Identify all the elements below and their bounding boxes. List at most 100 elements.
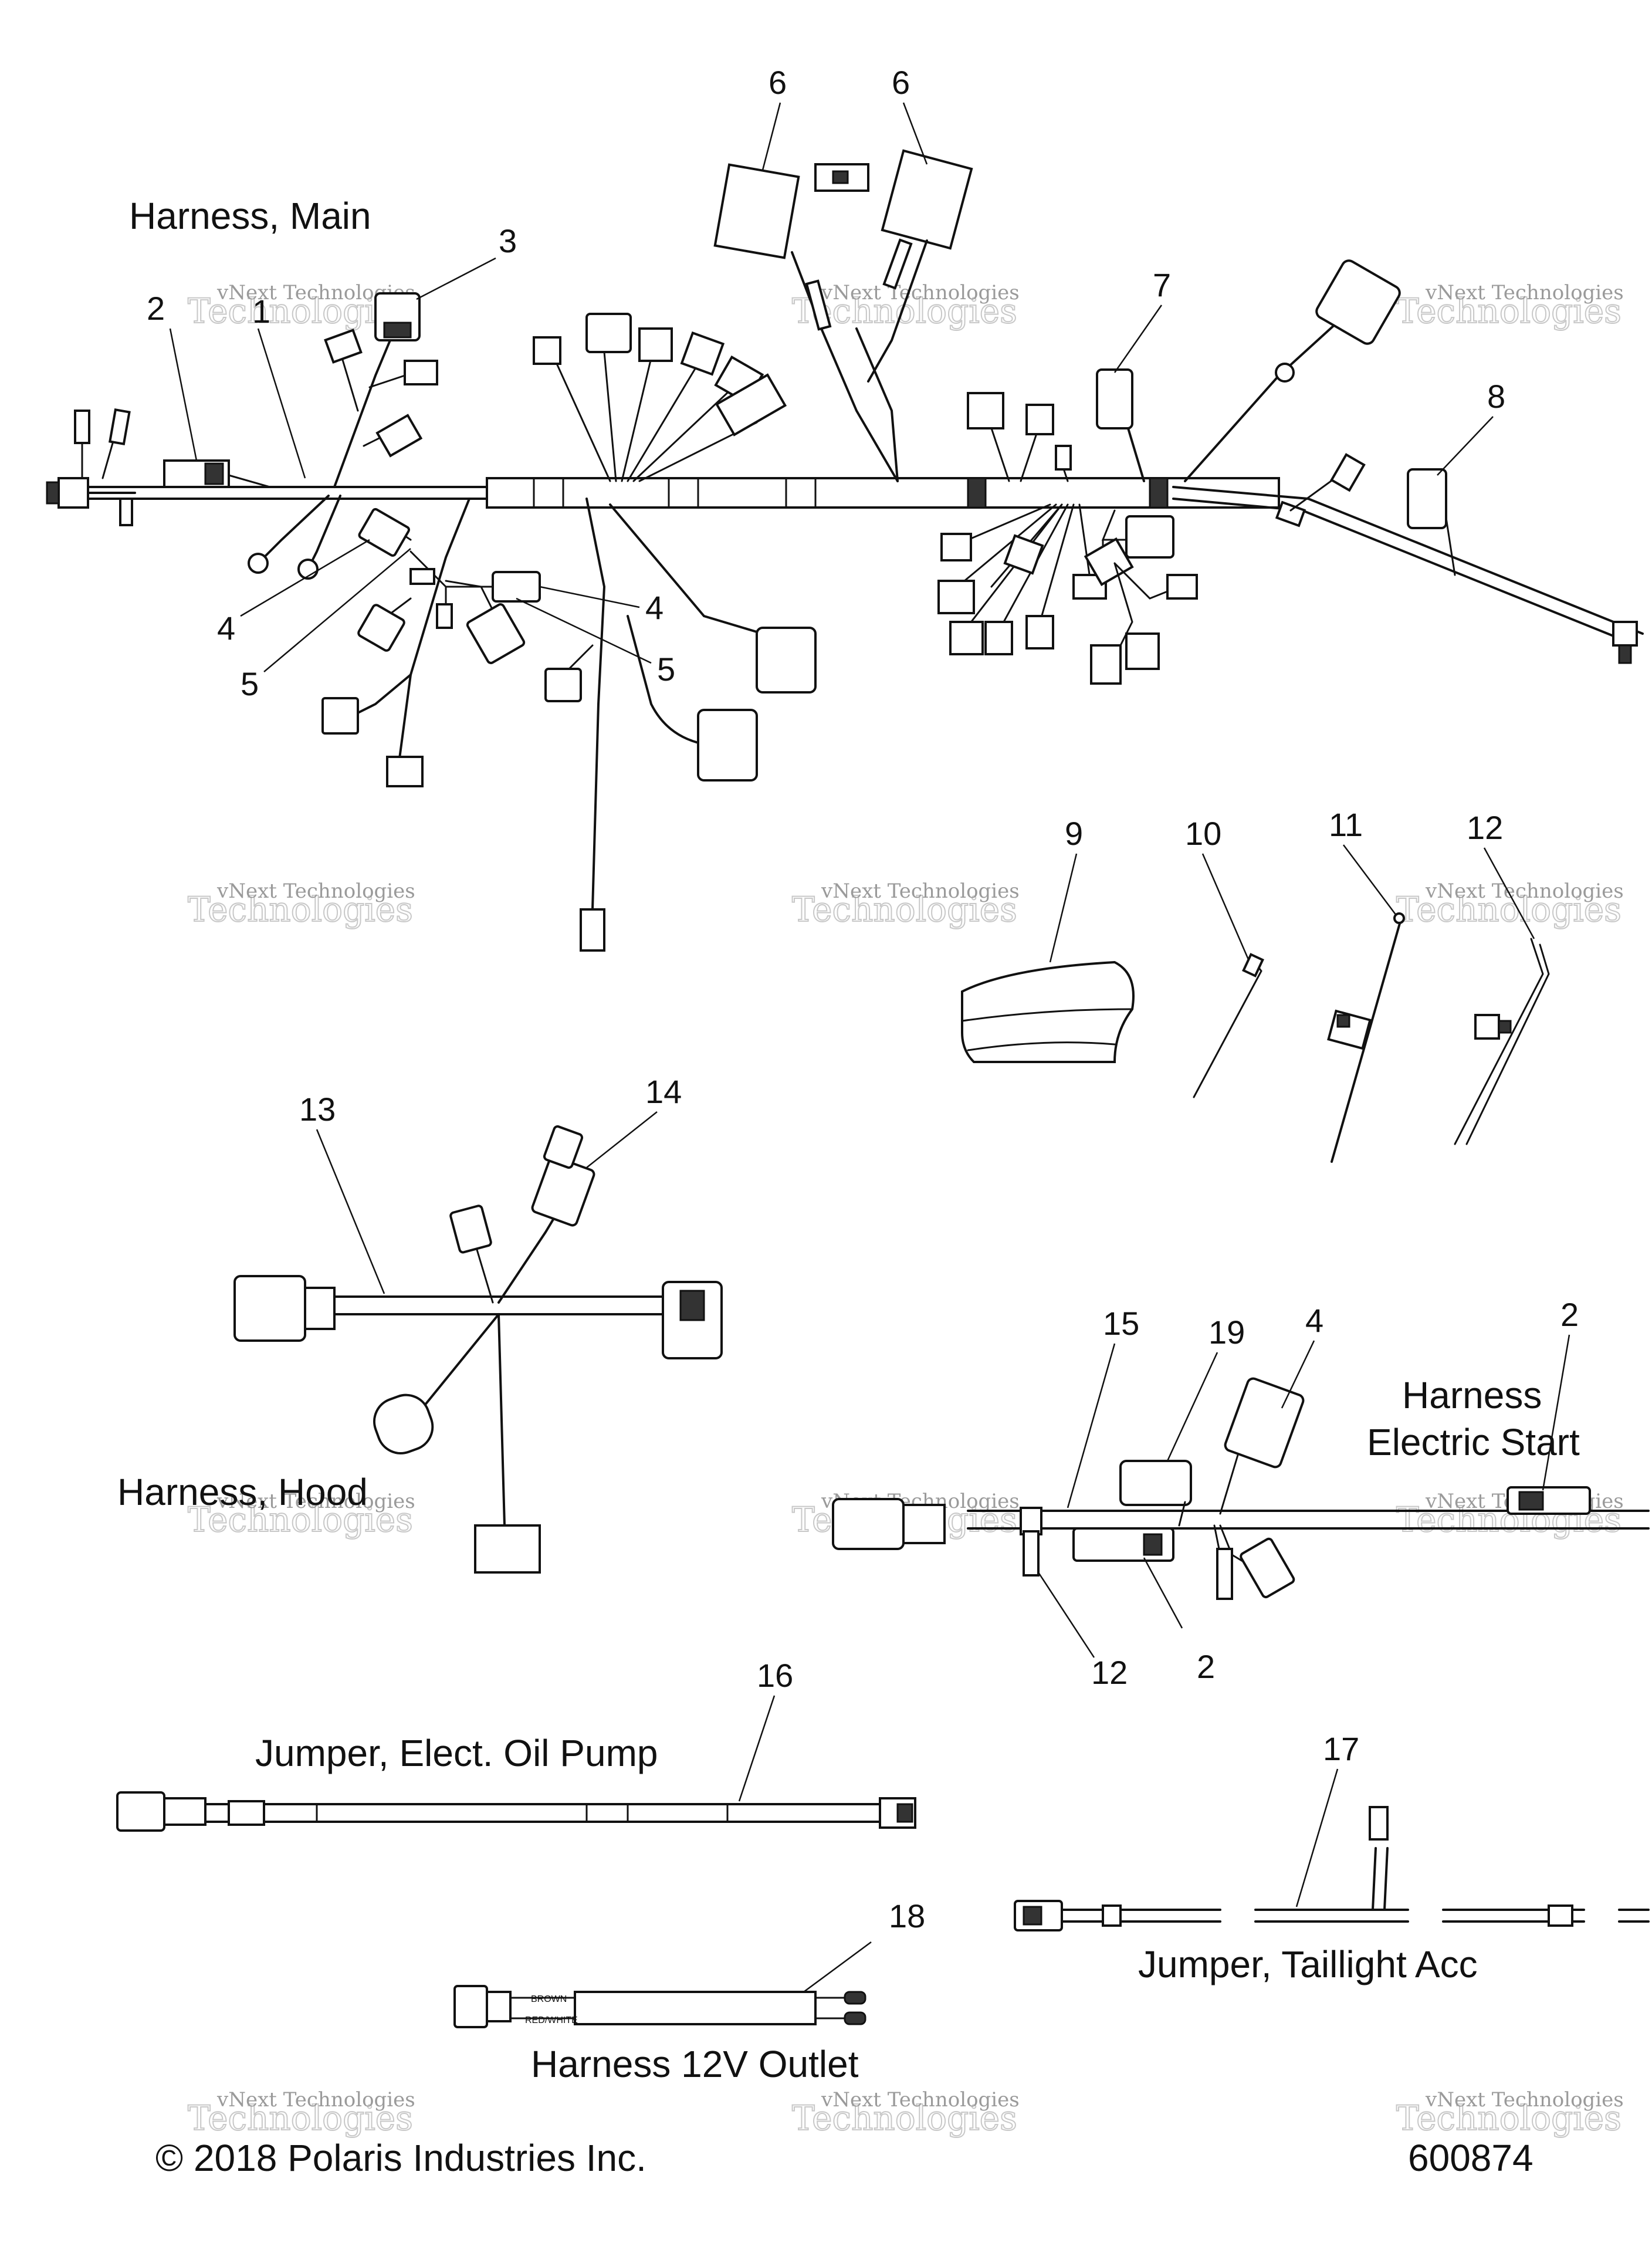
hood-round-connector — [373, 1393, 434, 1454]
connector-4-right — [492, 571, 541, 603]
left-end-connector — [57, 477, 89, 509]
watermark: Technologies vNext Technologies — [1396, 2088, 1624, 2139]
edge-clip-tie — [1454, 938, 1544, 1145]
svg-text:Technologies: Technologies — [188, 2098, 413, 2138]
main-trunk-sheath — [486, 477, 1280, 509]
callout-16: 16 — [757, 1657, 793, 1694]
svg-text:vNext Technologies: vNext Technologies — [821, 281, 1020, 305]
figure-number: 600874 — [1408, 2137, 1533, 2179]
harness-hood-title: Harness, Hood — [117, 1471, 368, 1513]
svg-text:Technologies: Technologies — [188, 1500, 413, 1540]
connector-ecu-lower — [697, 709, 758, 782]
connector-7 — [1096, 368, 1133, 429]
connector-4-es — [1224, 1377, 1305, 1469]
connector-bottom-left — [386, 756, 424, 787]
hood-left-connector — [233, 1275, 306, 1342]
callout-15: 15 — [1103, 1305, 1139, 1342]
hood-bottom-connector — [474, 1524, 541, 1574]
connector-top-center — [585, 313, 632, 353]
callout-4: 4 — [645, 589, 663, 626]
ring-terminal — [248, 553, 269, 574]
copyright-notice: © 2018 Polaris Industries Inc. — [155, 2137, 646, 2179]
jumper-taillight-title: Jumper, Taillight Acc — [1138, 1943, 1478, 1985]
cable-tie — [1193, 958, 1262, 1098]
small-parts-group: 9 10 11 12 — [961, 806, 1550, 1163]
module-6-right — [881, 149, 973, 250]
jumper-oil-pump-title: Jumper, Elect. Oil Pump — [255, 1732, 658, 1774]
callout-13: 13 — [299, 1091, 336, 1128]
harness-electric-start-assembly: Harness Electric Start 15 19 4 2 12 2 — [832, 1296, 1650, 1691]
harness-main-title: Harness, Main — [129, 195, 371, 237]
fuse-holder — [814, 163, 869, 192]
jumper-taillight-assembly: Jumper, Taillight Acc 17 — [1014, 1730, 1650, 1985]
callout-10: 10 — [1185, 815, 1221, 852]
module-19 — [1119, 1460, 1192, 1506]
callout-3: 3 — [499, 222, 517, 259]
electric-start-title-line1: Harness — [1402, 1374, 1542, 1416]
callout-4: 4 — [1305, 1302, 1323, 1339]
callout-14: 14 — [645, 1073, 682, 1110]
callout-12: 12 — [1467, 809, 1503, 846]
svg-text:Technologies: Technologies — [188, 889, 413, 929]
main-trunk-wire — [63, 486, 488, 500]
callout-12: 12 — [1091, 1654, 1128, 1691]
watermark: Technologies vNext Technologies — [791, 281, 1020, 331]
svg-text:Technologies: Technologies — [1396, 291, 1621, 331]
svg-text:Technologies: Technologies — [1396, 2098, 1621, 2138]
electric-start-left-connector — [832, 1498, 905, 1550]
svg-text:vNext Technologies: vNext Technologies — [216, 1490, 415, 1513]
callout-18: 18 — [889, 1897, 925, 1934]
svg-text:vNext Technologies: vNext Technologies — [821, 2088, 1020, 2112]
watermark: Technologies vNext Technologies — [187, 2088, 415, 2139]
svg-text:vNext Technologies: vNext Technologies — [1425, 2088, 1624, 2112]
watermark: Technologies vNext Technologies — [791, 2088, 1020, 2139]
callout-2: 2 — [1560, 1296, 1579, 1333]
callout-5: 5 — [241, 665, 259, 702]
harness-12v-assembly: Harness 12V Outlet BROWN RED/WHITE 18 — [453, 1897, 925, 2085]
callout-2: 2 — [147, 290, 165, 327]
svg-text:vNext Technologies: vNext Technologies — [216, 2088, 415, 2112]
watermark: Technologies vNext Technologies — [791, 879, 1020, 930]
callout-6: 6 — [769, 64, 787, 101]
callout-9: 9 — [1065, 815, 1083, 852]
mount-bolt-12 — [1023, 1530, 1040, 1577]
harness-main-assembly: Harness, Main — [46, 64, 1644, 952]
jumper-oil-pump-assembly: Jumper, Elect. Oil Pump 16 — [116, 1657, 916, 1832]
outlet-connector — [453, 1985, 488, 2028]
svg-text:vNext Technologies: vNext Technologies — [821, 879, 1020, 903]
callout-1: 1 — [252, 293, 270, 330]
watermark: Technologies vNext Technologies — [187, 1490, 415, 1540]
svg-text:vNext Technologies: vNext Technologies — [1425, 879, 1624, 903]
electric-start-title-line2: Electric Start — [1367, 1421, 1580, 1463]
svg-text:Technologies: Technologies — [1396, 889, 1621, 929]
wire-label-brown: BROWN — [531, 1994, 567, 2004]
svg-text:vNext Technologies: vNext Technologies — [1425, 281, 1624, 305]
svg-text:Technologies: Technologies — [792, 889, 1017, 929]
connector-8 — [1407, 468, 1447, 529]
push-mount-tie — [1331, 914, 1403, 1163]
callout-19: 19 — [1208, 1314, 1245, 1351]
callout-11: 11 — [1329, 806, 1363, 843]
svg-text:vNext Technologies: vNext Technologies — [216, 879, 415, 903]
connector-4-left — [358, 508, 410, 557]
watermark: Technologies vNext Technologies — [187, 879, 415, 930]
wire-label-red-white: RED/WHITE — [525, 2015, 578, 2025]
harness-hood-assembly: Harness, Hood 13 14 — [117, 1073, 723, 1574]
watermark: Technologies vNext Technologies — [1396, 281, 1624, 331]
taillight-spade-terminal — [1369, 1806, 1389, 1841]
harness-12v-title: Harness 12V Outlet — [531, 2043, 859, 2085]
watermark: Technologies vNext Technologies — [1396, 879, 1624, 930]
watermark-layer: Technologies vNext Technologies Technolo… — [187, 281, 1624, 2139]
svg-text:Technologies: Technologies — [792, 2098, 1017, 2138]
connector-ecu-upper — [756, 627, 817, 694]
module-6-left — [713, 163, 800, 259]
outlet-sleeve — [574, 1991, 817, 2025]
callout-17: 17 — [1323, 1730, 1359, 1767]
callout-4: 4 — [217, 610, 235, 647]
callout-6: 6 — [892, 64, 910, 101]
connector-top-right-1 — [967, 392, 1004, 429]
callout-5: 5 — [657, 651, 675, 688]
connector-upper-right-large — [1315, 259, 1401, 345]
oil-pump-left-connector — [116, 1791, 165, 1832]
